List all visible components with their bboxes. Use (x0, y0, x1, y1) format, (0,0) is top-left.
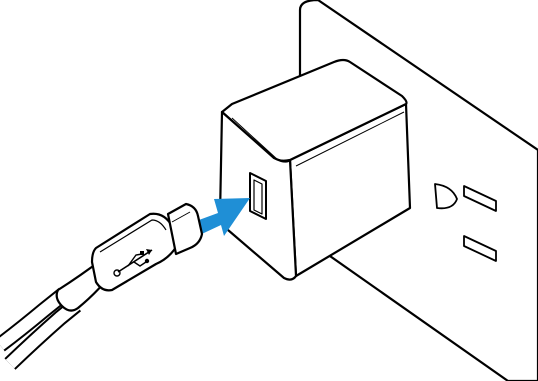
usb-port (250, 173, 266, 219)
usb-connector-icon (0, 204, 202, 364)
